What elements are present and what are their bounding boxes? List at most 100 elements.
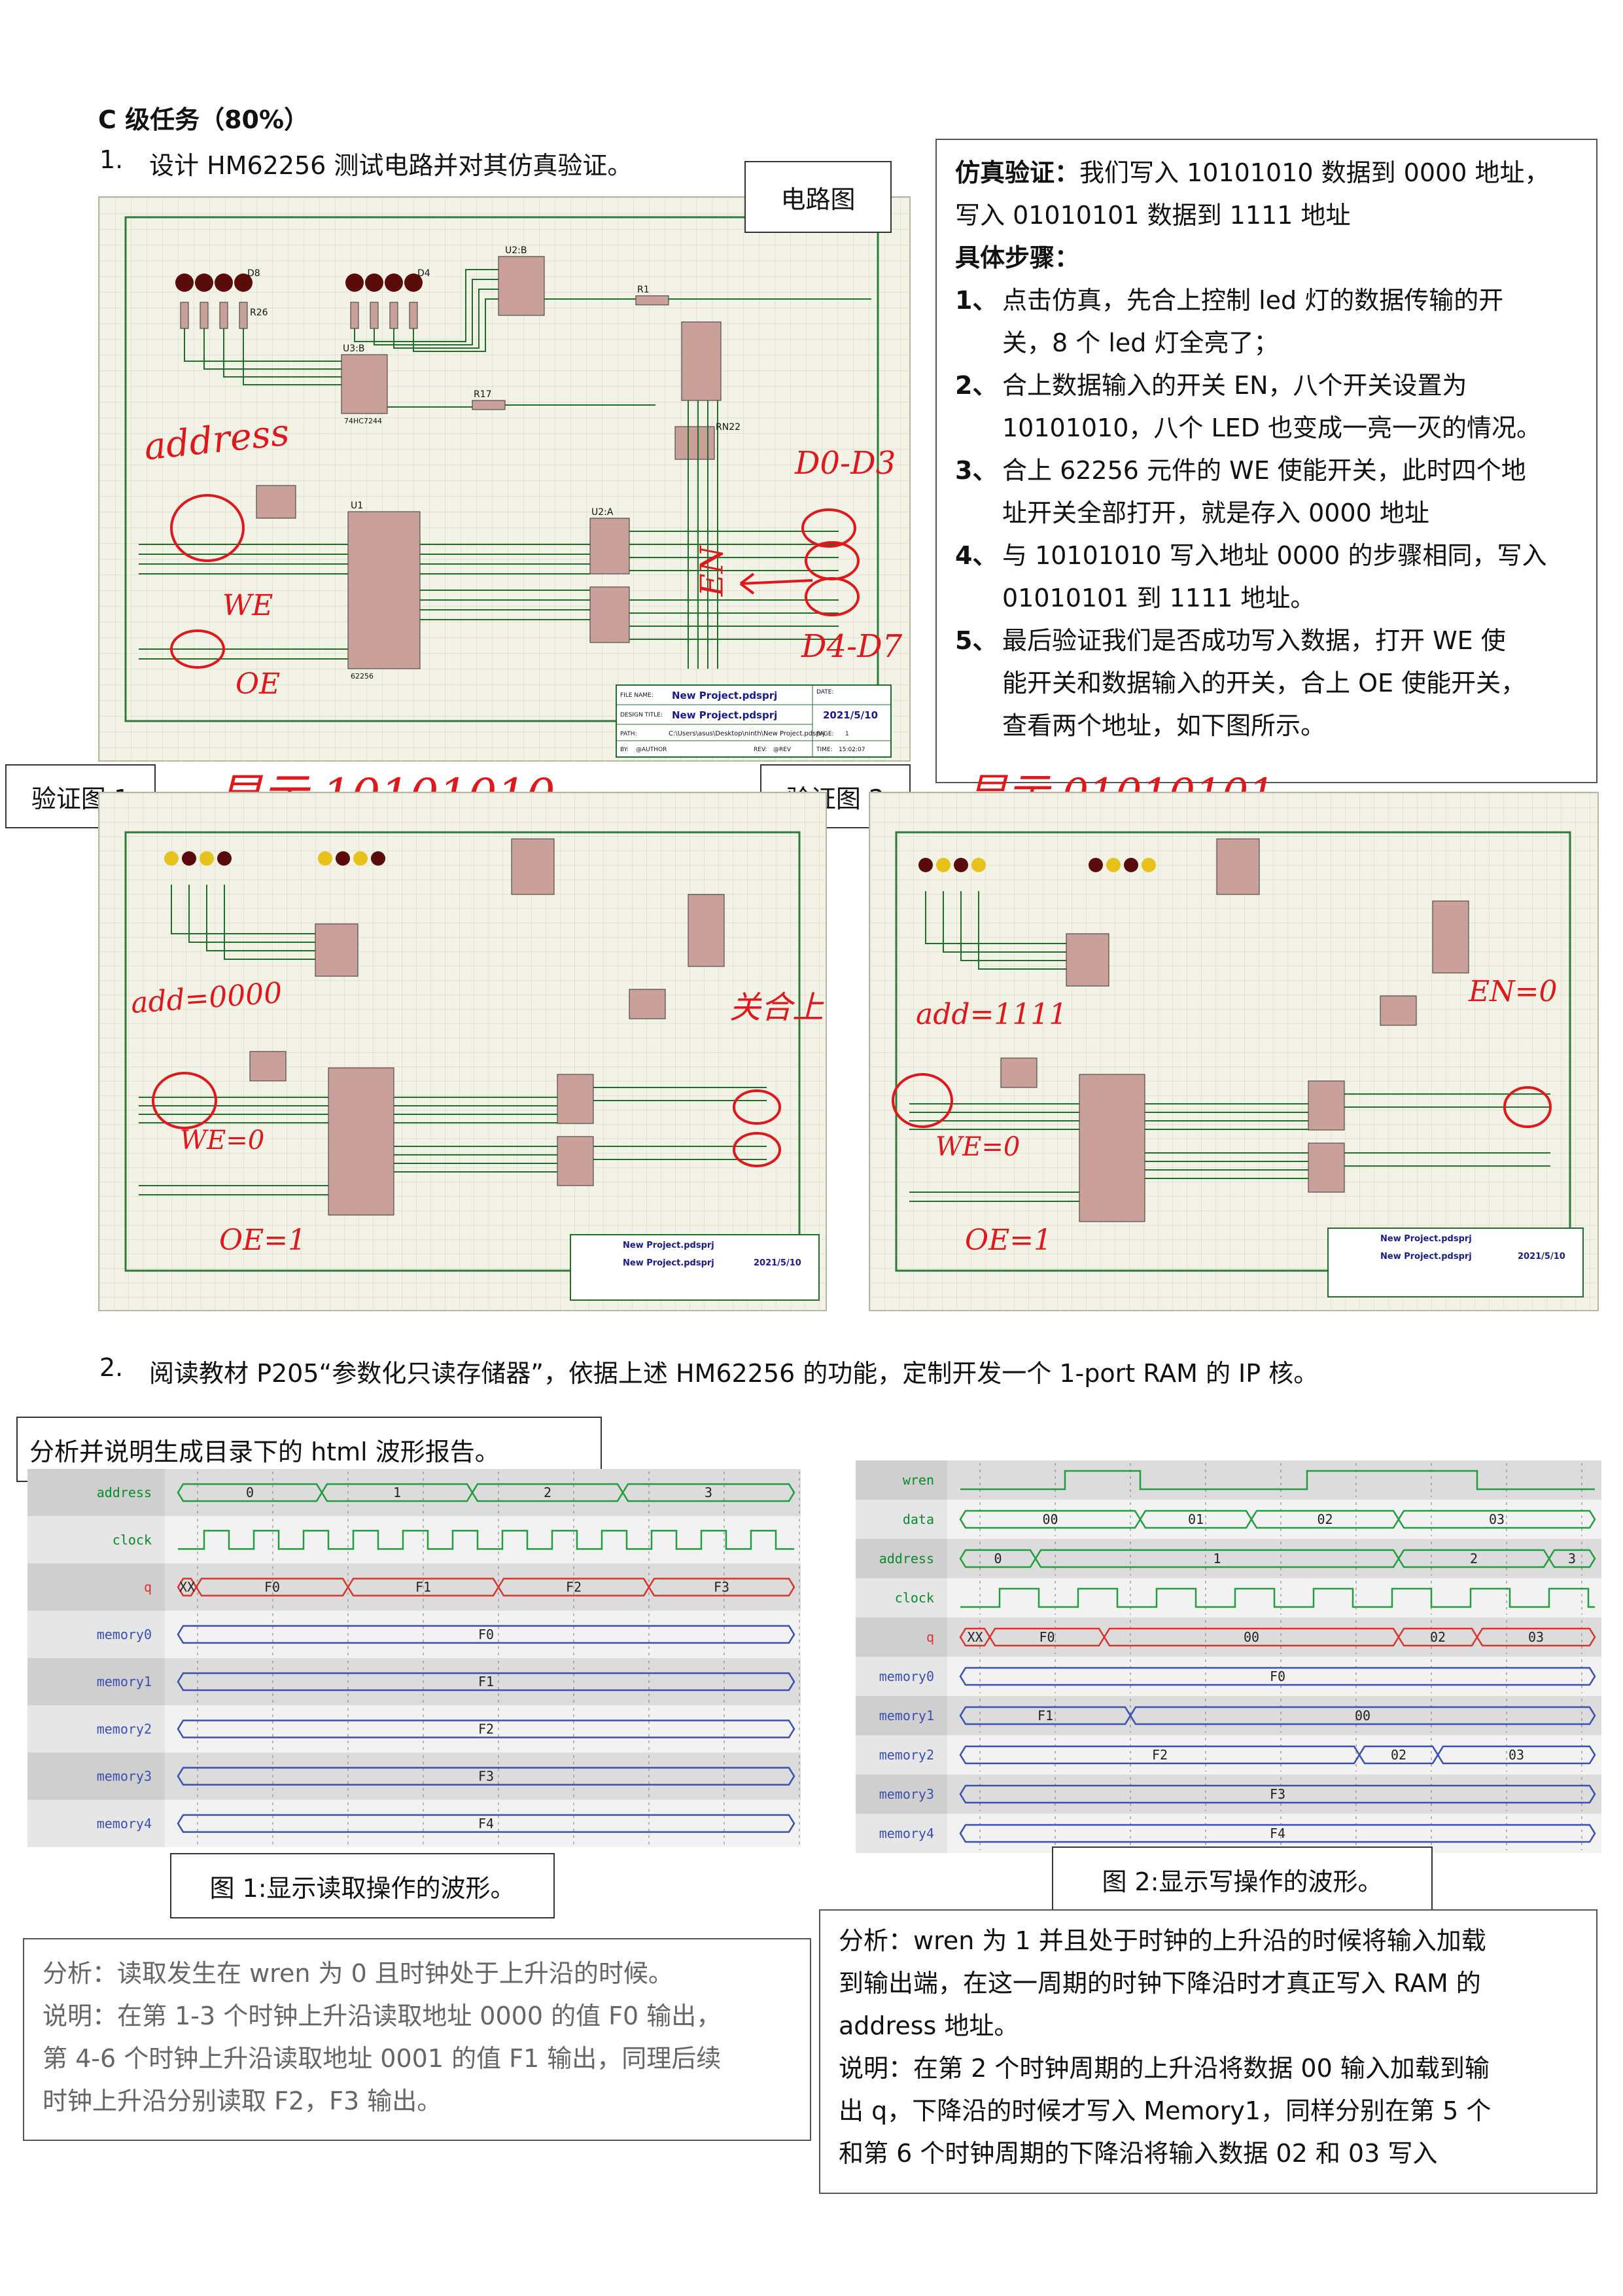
annot-oe1b: OE=1 bbox=[965, 1224, 1053, 1257]
r26-label: R26 bbox=[250, 308, 268, 318]
svg-text:TIME:: TIME: bbox=[816, 747, 833, 753]
signal-q-value: 00 bbox=[1244, 1629, 1259, 1645]
signal-clock-trace bbox=[960, 1587, 1595, 1608]
annot-we: WE bbox=[222, 589, 273, 622]
sim-step-text: 最后验证我们是否成功写入数据，打开 WE 使能开关和数据输入的开关，合上 OE … bbox=[1002, 620, 1526, 747]
wave-row-bg bbox=[856, 1578, 1601, 1617]
ic-type-label: 74HC7244 bbox=[344, 417, 382, 425]
signal-address-value: 3 bbox=[705, 1485, 712, 1500]
signal-memory2-value: 03 bbox=[1509, 1747, 1524, 1763]
signal-memory4-segment bbox=[177, 1814, 795, 1833]
ram-type-label: 62256 bbox=[351, 672, 374, 680]
wave-name-bg bbox=[856, 1775, 947, 1814]
analysis-write-line: 到输出端，在这一周期的时钟下降沿时才真正写入 RAM 的 bbox=[839, 1969, 1481, 1998]
signal-address-segment bbox=[1548, 1549, 1596, 1568]
annot-oe: OE bbox=[236, 667, 281, 701]
analysis-write-line: 说明：在第 2 个时钟周期的上升沿将数据 00 输入加载到输 bbox=[839, 2054, 1490, 2083]
signal-memory2-value: F2 bbox=[478, 1721, 494, 1737]
svg-text:15:02:07: 15:02:07 bbox=[839, 747, 865, 753]
signal-q-value: XX bbox=[179, 1580, 195, 1595]
signal-memory1-value: F1 bbox=[478, 1674, 494, 1689]
signal-name-memory2: memory2 bbox=[879, 1747, 934, 1763]
wave-row-bg bbox=[856, 1460, 1601, 1500]
d4-label: D4 bbox=[417, 268, 430, 279]
task2-number: 2. bbox=[99, 1353, 124, 1382]
signal-name-q: q bbox=[144, 1580, 152, 1595]
wave-name-bg bbox=[27, 1469, 165, 1517]
verify1-leds bbox=[164, 851, 385, 866]
signal-memory4-value: F4 bbox=[1270, 1826, 1285, 1841]
sim-steps-title: 具体步骤： bbox=[955, 243, 1080, 272]
sim-step-line: 点击仿真，先合上控制 led 灯的数据传输的开 bbox=[1002, 286, 1504, 315]
svg-text:New Project.pdsprj: New Project.pdsprj bbox=[623, 1241, 714, 1250]
signal-memory0-segment bbox=[177, 1625, 795, 1644]
signal-address-value: 1 bbox=[1213, 1551, 1221, 1566]
signal-memory2-value: F2 bbox=[1152, 1747, 1168, 1763]
svg-text:PATH:: PATH: bbox=[620, 731, 637, 737]
task1-text: 设计 HM62256 测试电路并对其仿真验证。 bbox=[149, 151, 633, 180]
wave-row-bg bbox=[856, 1735, 1601, 1775]
analysis-read-box: 分析：读取发生在 wren 为 0 且时钟处于上升沿的时候。 说明：在第 1-3… bbox=[23, 1938, 811, 2141]
analysis-write-line: 分析：wren 为 1 并且处于时钟的上升沿的时候将输入加载 bbox=[839, 1926, 1486, 1955]
svg-text:@REV: @REV bbox=[773, 747, 792, 753]
u2a-label: U2:A bbox=[591, 507, 614, 518]
simulation-box: 仿真验证：我们写入 10101010 数据到 0000 地址， 写入 01010… bbox=[935, 139, 1597, 783]
sim-step: 3、合上 62256 元件的 WE 使能开关，此时四个地址开关全部打开，就是存入… bbox=[955, 450, 1578, 535]
signal-name-memory2: memory2 bbox=[97, 1721, 152, 1737]
verify2-schematic: New Project.pdsprj New Project.pdsprj 20… bbox=[869, 792, 1599, 1311]
verify1-schematic: New Project.pdsprj New Project.pdsprj 20… bbox=[98, 792, 827, 1311]
wave-name-bg bbox=[27, 1799, 165, 1847]
wave-name-bg bbox=[27, 1610, 165, 1658]
sim-step-number: 5、 bbox=[955, 626, 998, 655]
svg-text:FILE NAME:: FILE NAME: bbox=[620, 692, 654, 699]
signal-name-q: q bbox=[926, 1629, 934, 1645]
svg-text:C:\Users\asus\Desktop\ninth\Ne: C:\Users\asus\Desktop\ninth\New Project.… bbox=[669, 730, 825, 737]
signal-address-value: 1 bbox=[393, 1485, 401, 1500]
annot-en0: EN=0 bbox=[1469, 975, 1558, 1008]
signal-q-value: F3 bbox=[714, 1580, 729, 1595]
svg-text:1: 1 bbox=[845, 731, 849, 737]
signal-name-memory3: memory3 bbox=[879, 1786, 934, 1802]
signal-address-value: 2 bbox=[1470, 1551, 1478, 1566]
sim-step-line: 与 10101010 写入地址 0000 的步骤相同，写入 bbox=[1002, 541, 1547, 570]
svg-text:PAGE:: PAGE: bbox=[816, 731, 834, 737]
u1-label: U1 bbox=[351, 501, 363, 511]
wave-row-bg bbox=[856, 1500, 1601, 1539]
signal-memory1-segment bbox=[1129, 1706, 1596, 1725]
task1-number: 1. bbox=[99, 145, 124, 174]
svg-text:@AUTHOR: @AUTHOR bbox=[636, 747, 667, 753]
sim-intro1: 我们写入 10101010 数据到 0000 地址， bbox=[1079, 158, 1550, 187]
wave-name-bg bbox=[856, 1578, 947, 1617]
title-block: FILE NAME: New Project.pdsprj DESIGN TIT… bbox=[616, 684, 892, 758]
svg-text:2021/5/10: 2021/5/10 bbox=[754, 1258, 801, 1268]
annotation-marks bbox=[170, 494, 860, 669]
signal-name-memory4: memory4 bbox=[879, 1826, 934, 1841]
sim-step-text: 点击仿真，先合上控制 led 灯的数据传输的开关，8 个 led 灯全亮了； bbox=[1002, 279, 1503, 364]
signal-memory1-value: F1 bbox=[1038, 1708, 1053, 1723]
sim-step-number: 3、 bbox=[955, 456, 998, 485]
signal-data-value: 02 bbox=[1317, 1511, 1333, 1527]
signal-name-memory0: memory0 bbox=[97, 1627, 152, 1642]
signal-name-clock: clock bbox=[113, 1532, 152, 1547]
d8-label: D8 bbox=[247, 268, 260, 279]
signal-memory2-segment bbox=[177, 1720, 795, 1739]
annot-d4d7: D4-D7 bbox=[801, 628, 903, 665]
section-title: C 级任务（80%） bbox=[98, 105, 309, 134]
analysis-write-line: 出 q，下降沿的时候才写入 Memory1，同样分别在第 5 个 bbox=[839, 2096, 1492, 2125]
analysis-read-line: 时钟上升沿分别读取 F2，F3 输出。 bbox=[43, 2087, 442, 2115]
svg-text:2021/5/10: 2021/5/10 bbox=[1518, 1252, 1565, 1262]
verify1-title-block: New Project.pdsprj New Project.pdsprj 20… bbox=[570, 1234, 820, 1301]
caption-fig2: 图 2:显示写操作的波形。 bbox=[1052, 1846, 1433, 1912]
sim-step-line: 址开关全部打开，就是存入 0000 地址 bbox=[1002, 499, 1429, 527]
signal-memory0-segment bbox=[959, 1667, 1596, 1686]
analysis-write-line: address 地址。 bbox=[839, 2011, 1019, 2040]
signal-q-value: 02 bbox=[1430, 1629, 1446, 1645]
signal-address-value: 0 bbox=[994, 1551, 1002, 1566]
r17-label: R17 bbox=[474, 389, 492, 400]
signal-name-memory3: memory3 bbox=[97, 1769, 152, 1784]
svg-text:DESIGN TITLE:: DESIGN TITLE: bbox=[620, 712, 663, 718]
